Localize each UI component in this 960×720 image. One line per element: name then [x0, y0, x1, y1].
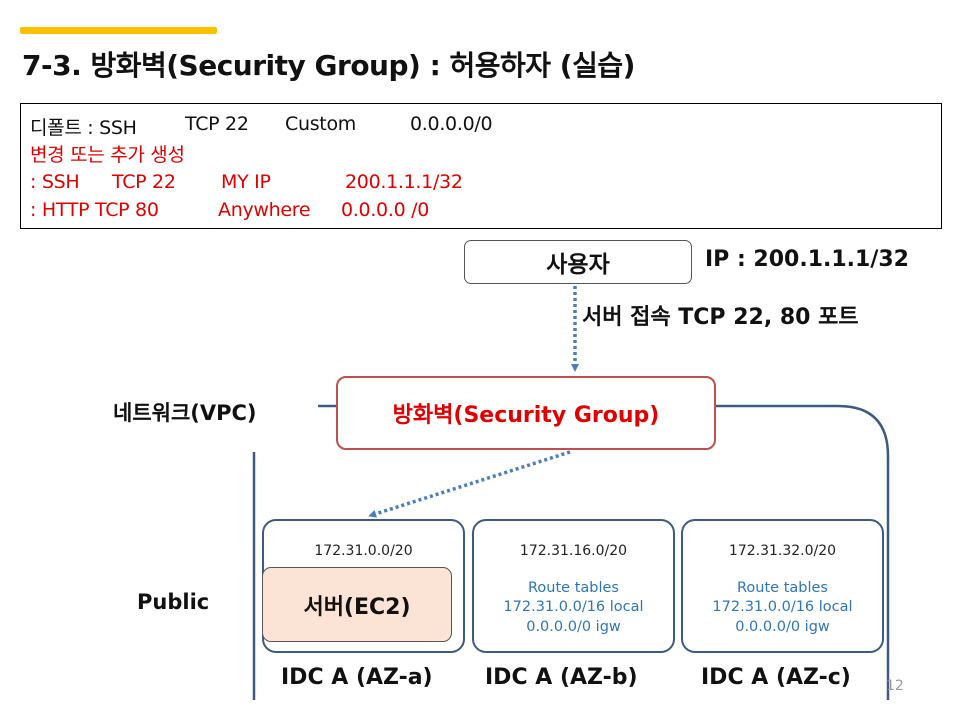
route-igw-entry: 0.0.0.0/0 igw	[526, 619, 621, 635]
firewall-to-server-arrow	[368, 450, 571, 518]
zone-label-az-b: IDC A (AZ-b)	[485, 665, 638, 690]
default-rule-protocol: 디폴트 : SSH	[30, 117, 137, 139]
zone-label-az-c: IDC A (AZ-c)	[701, 665, 851, 690]
default-rule-cidr: 0.0.0.0/0	[410, 113, 493, 135]
ssh-rule-source-type: MY IP	[221, 171, 271, 193]
public-subnet-label: Public	[137, 590, 210, 614]
subnet-cidr: 172.31.0.0/20	[314, 543, 413, 559]
page-title: 7-3. 방화벽(Security Group) : 허용하자 (실습)	[22, 49, 635, 82]
server-ec2-box: 서버(EC2)	[262, 567, 452, 642]
http-rule-protocol-port: : HTTP TCP 80	[30, 199, 159, 221]
default-rule-source-type: Custom	[285, 113, 356, 135]
route-tables-title: Route tables	[737, 580, 828, 596]
subnet-az-c: 172.31.32.0/20 Route tables 172.31.0.0/1…	[681, 519, 884, 653]
ssh-rule-cidr: 200.1.1.1/32	[345, 171, 463, 193]
change-heading: 변경 또는 추가 생성	[30, 144, 185, 166]
user-ip-label: IP : 200.1.1.1/32	[705, 247, 909, 272]
user-box: 사용자	[464, 240, 692, 284]
rules-info-box: 디폴트 : SSH TCP 22 Custom 0.0.0.0/0 변경 또는 …	[20, 103, 942, 229]
page-number: 12	[886, 678, 904, 694]
default-rule-port: TCP 22	[185, 113, 249, 135]
ssh-rule-port: TCP 22	[112, 171, 176, 193]
http-rule-cidr: 0.0.0.0 /0	[341, 199, 430, 221]
subnet-cidr: 172.31.32.0/20	[728, 543, 837, 559]
firewall-box: 방화벽(Security Group)	[336, 376, 716, 450]
route-local-entry: 172.31.0.0/16 local	[712, 599, 853, 615]
ssh-rule-protocol: : SSH	[30, 171, 80, 193]
route-tables-title: Route tables	[528, 580, 619, 596]
subnet-az-b: 172.31.16.0/20 Route tables 172.31.0.0/1…	[472, 519, 675, 653]
network-vpc-label: 네트워크(VPC)	[113, 401, 257, 425]
http-rule-source-type: Anywhere	[218, 199, 311, 221]
subnet-cidr: 172.31.16.0/20	[519, 543, 628, 559]
route-local-entry: 172.31.0.0/16 local	[503, 599, 644, 615]
vpc-boundary	[252, 404, 890, 700]
title-accent-bar	[20, 27, 217, 34]
connection-label: 서버 접속 TCP 22, 80 포트	[582, 305, 859, 330]
route-igw-entry: 0.0.0.0/0 igw	[735, 619, 830, 635]
zone-label-az-a: IDC A (AZ-a)	[281, 665, 433, 690]
